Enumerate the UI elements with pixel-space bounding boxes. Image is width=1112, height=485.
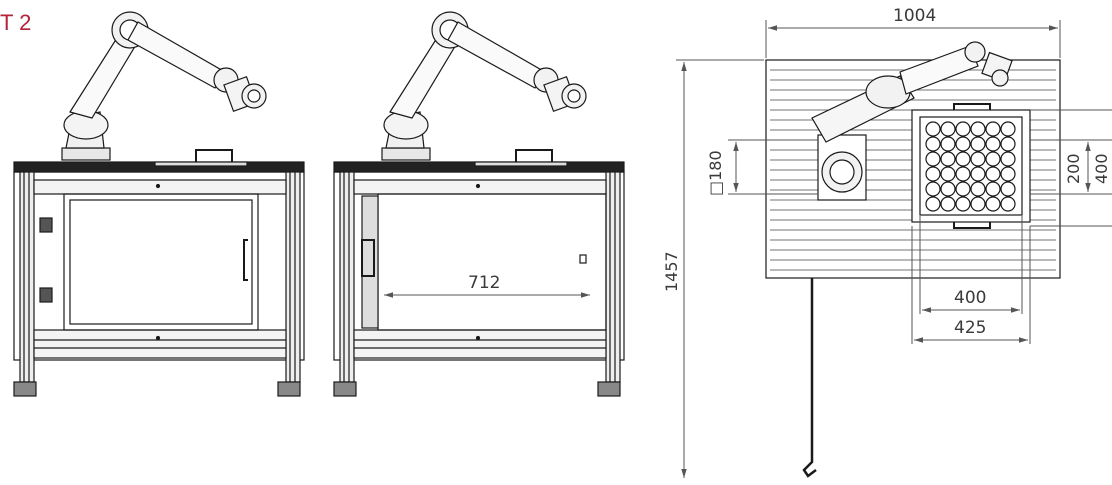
top-view (765, 41, 1061, 478)
dim-label-712: 712 (468, 273, 501, 293)
dim-label-425: 425 (954, 318, 987, 338)
dim-label-180: □180 (706, 150, 725, 196)
dim-label-1004: 1004 (893, 6, 937, 26)
dim-label-400-vertical: 400 (1092, 153, 1111, 184)
robot-arm-left (61, 11, 267, 161)
dim-label-400-horizontal: 400 (954, 288, 987, 308)
front-view-right (333, 11, 625, 397)
front-view-left (13, 11, 305, 397)
dim-label-200: 200 (1064, 153, 1083, 184)
top-view-dimensions (676, 20, 1112, 478)
tray-wells (925, 121, 1016, 212)
dim-label-1457: 1457 (662, 251, 681, 292)
drawing-title: T 2 (0, 10, 32, 35)
robot-arm-right (381, 11, 587, 161)
